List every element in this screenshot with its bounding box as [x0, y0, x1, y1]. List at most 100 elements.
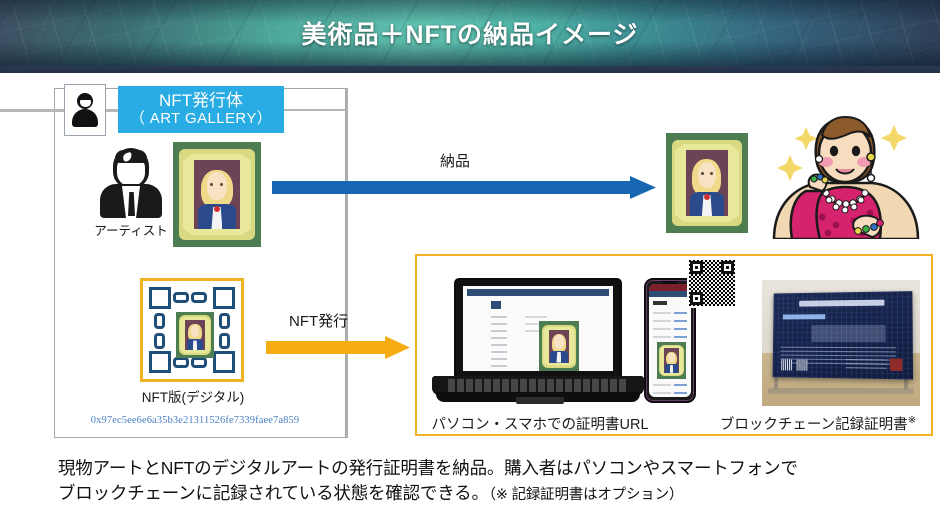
chain-node-bottom-left [149, 351, 171, 373]
painting-canvas [185, 319, 205, 351]
laptop-screen-row [491, 316, 507, 318]
plaque-base [768, 388, 914, 394]
smartphone-value [674, 320, 687, 322]
painting-subject-collar [192, 340, 198, 351]
nft-token-graphic [140, 278, 244, 382]
bracelet-jewels [854, 219, 884, 235]
painting-subject-face [668, 352, 675, 363]
artwork-on-phone [657, 342, 686, 379]
qr-finder-bottom-left [690, 292, 703, 305]
plaque-stand-left [774, 374, 778, 390]
proof-left-label: パソコン・スマホでの証明書URL [431, 417, 649, 433]
smartphone-row [653, 336, 671, 338]
smartphone-navbar [649, 291, 691, 297]
delivery-arrow-shaft [272, 181, 634, 194]
person-icon [72, 93, 98, 127]
caption-line-1: 現物アートとNFTのデジタルアートの発行証明書を納品。購入者はパソコンやスマート… [58, 458, 798, 478]
chain-node-bottom-right [213, 351, 235, 373]
connector-line-left [0, 109, 64, 112]
plaque-qr-1 [781, 359, 792, 371]
plaque-title-text [799, 299, 885, 307]
nft-issue-arrow [266, 336, 410, 359]
slide-header-banner: 美術品＋NFTの納品イメージ [0, 0, 940, 66]
artist-figure: アーティスト [88, 148, 174, 239]
chain-node-top-left [149, 287, 171, 309]
connector-line-right [281, 109, 347, 111]
laptop-keyboard [448, 379, 628, 392]
person-icon-head [77, 93, 93, 109]
painting-subject-face [554, 335, 564, 349]
delivery-arrow-head [630, 176, 656, 199]
smartphone-row [653, 384, 671, 386]
chain-node-top-right [213, 287, 235, 309]
artwork-original-painting [173, 142, 261, 247]
smartphone-notch [662, 281, 678, 284]
connector-line-vertical [346, 88, 348, 438]
smartphone-row [653, 312, 671, 314]
caption-line-2-main: ブロックチェーンに記録されている状態を確認できる。 [58, 482, 489, 503]
proof-right-label-note: ※ [907, 415, 917, 427]
slide-caption: 現物アートとNFTのデジタルアートの発行証明書を納品。購入者はパソコンやスマート… [58, 456, 918, 506]
laptop-screen-value [525, 323, 547, 325]
issuer-label-line2: （ ART GALLERY） [129, 109, 273, 127]
painting-subject-face [206, 172, 228, 201]
laptop-screen [463, 286, 613, 371]
smartphone-screen [649, 284, 691, 397]
laptop-screen-row [491, 344, 507, 346]
painting-canvas [194, 159, 240, 230]
banner-bottom-band [0, 66, 940, 73]
plaque-seal [889, 358, 903, 372]
nft-hash-address: 0x97ec5ee6e6a35b3e21311526fe7339faee7a85… [90, 415, 300, 426]
blockchain-certificate-plaque [762, 280, 920, 406]
smartphone-value [674, 336, 687, 338]
sparkle-group [777, 125, 907, 181]
painting-subject-eye-right [709, 171, 713, 176]
painting-subject-bow [704, 193, 710, 200]
qr-finder-top-left [690, 261, 703, 274]
artwork-delivered-painting [666, 133, 748, 233]
artwork-on-laptop [539, 321, 579, 371]
painting-subject-collar [701, 194, 713, 216]
chain-link-left-1 [154, 313, 165, 329]
person-icon-body [72, 109, 98, 127]
chain-link-top-1 [173, 292, 189, 303]
smartphone-row [653, 392, 671, 394]
laptop-screen-navbar [467, 289, 609, 296]
connector-line-mid [106, 109, 128, 112]
chain-link-right-1 [219, 313, 230, 329]
nft-issue-arrow-shaft [266, 341, 388, 354]
smartphone-statusbar [649, 284, 691, 291]
laptop-screen-row [491, 358, 507, 360]
issuer-actor-badge [64, 84, 106, 136]
painting-subject-collar [669, 364, 674, 373]
chain-link-bottom-2 [191, 357, 207, 368]
painting-subject-eye-left [700, 171, 704, 176]
painting-canvas [548, 329, 570, 363]
smartphone-value [674, 328, 687, 330]
issuer-label-line1: NFT発行体 [158, 91, 244, 111]
proof-right-label: ブロックチェーン記録証明書※ [700, 413, 936, 434]
caption-line-2: ブロックチェーンに記録されている状態を確認できる。（※ 記録証明書はオプション） [58, 481, 918, 506]
laptop-screen-row [491, 351, 507, 353]
smartphone-row [653, 328, 671, 330]
plaque-holder-name [782, 314, 826, 320]
painting-subject-face [697, 161, 717, 189]
laptop-screen-row [491, 365, 507, 367]
chain-link-left-2 [154, 333, 165, 349]
laptop-device [432, 278, 644, 409]
smartphone-value [674, 392, 687, 394]
qr-code-icon [687, 258, 737, 308]
painting-subject-bow [213, 205, 221, 212]
smartphone-row [653, 320, 671, 322]
page-title: 美術品＋NFTの納品イメージ [301, 21, 639, 49]
smartphone-value [674, 312, 687, 314]
painting-canvas [663, 348, 680, 373]
laptop-screen-value [525, 330, 547, 332]
artist-icon-hair [115, 150, 147, 163]
smartphone-value [674, 384, 687, 386]
painting-canvas [685, 150, 729, 216]
laptop-screen-value [525, 316, 547, 318]
artist-icon [100, 148, 162, 218]
painting-subject-eye-left [210, 182, 214, 187]
buyer-illustration [766, 99, 924, 239]
